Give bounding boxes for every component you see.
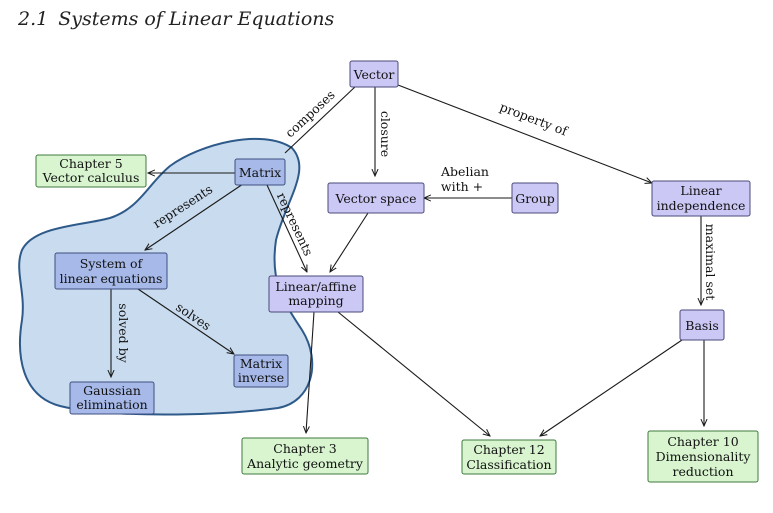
page-title: 2.1 Systems of Linear Equations (18, 8, 334, 30)
edge-vector-linindep (397, 84, 652, 183)
node-chapter3-line2: Analytic geometry (246, 456, 364, 471)
node-chapter5-line1: Chapter 5 (59, 156, 122, 171)
node-matrix-inverse-line2: inverse (238, 370, 284, 385)
edge-label-maximal-set: maximal set (703, 224, 718, 300)
edge-vector-matrix (284, 85, 357, 154)
edge-matrix-system (145, 183, 244, 250)
node-gaussian-line1: Gaussian (83, 383, 141, 398)
edge-label-composes: composes (282, 87, 338, 140)
edge-matrix-mapping (266, 184, 307, 272)
edge-label-property-of: property of (498, 99, 571, 139)
edge-mapping-chapter12 (337, 311, 490, 436)
node-chapter3-line1: Chapter 3 (273, 441, 336, 456)
node-chapter12[interactable]: Chapter 12 Classification (461, 439, 557, 475)
node-chapter3[interactable]: Chapter 3 Analytic geometry (241, 437, 369, 475)
node-linear-mapping[interactable]: Linear/affine mapping (268, 275, 364, 313)
edge-vectorspace-mapping (330, 212, 369, 272)
edge-label-abelian-line1: Abelian (440, 164, 489, 179)
edge-mapping-chapter3 (306, 311, 315, 433)
node-chapter10[interactable]: Chapter 10 Dimensionality reduction (647, 430, 759, 483)
node-linear-independence-line2: independence (657, 198, 746, 213)
section-number: 2.1 (18, 8, 49, 30)
node-matrix-inverse[interactable]: Matrix inverse (233, 354, 289, 388)
node-chapter5[interactable]: Chapter 5 Vector calculus (35, 154, 147, 188)
node-linear-mapping-line1: Linear/affine (275, 279, 356, 294)
node-chapter12-line2: Classification (466, 457, 551, 472)
section-title: Systems of Linear Equations (58, 8, 335, 30)
edges (111, 84, 704, 436)
edge-label-closure: closure (378, 111, 393, 157)
node-matrix-inverse-line1: Matrix (240, 356, 282, 371)
node-chapter5-line2: Vector calculus (42, 170, 140, 185)
node-group[interactable]: Group (511, 182, 559, 214)
node-vector-space[interactable]: Vector space (327, 182, 425, 214)
node-matrix[interactable]: Matrix (234, 158, 286, 186)
edge-basis-chapter12 (540, 339, 683, 436)
edge-system-inverse (137, 288, 234, 354)
node-basis[interactable]: Basis (679, 309, 725, 341)
node-system-linear-equations[interactable]: System of linear equations (54, 252, 168, 290)
node-linear-independence[interactable]: Linear independence (651, 180, 751, 217)
node-chapter10-line1: Chapter 10 (667, 434, 738, 449)
node-chapter12-line1: Chapter 12 (473, 442, 544, 457)
node-linear-mapping-line2: mapping (288, 293, 343, 308)
node-gaussian-line2: elimination (76, 397, 147, 412)
node-vector-space-label: Vector space (334, 191, 416, 206)
node-gaussian-elimination[interactable]: Gaussian elimination (69, 381, 155, 415)
node-chapter10-line2: Dimensionality (656, 449, 752, 464)
node-linear-independence-line1: Linear (680, 183, 721, 198)
edge-label-solved-by: solved by (116, 303, 131, 363)
node-chapter10-line3: reduction (672, 464, 733, 479)
node-group-label: Group (515, 191, 555, 206)
node-basis-label: Basis (685, 318, 718, 333)
node-system-line1: System of (80, 256, 144, 271)
node-vector-label: Vector (353, 67, 395, 82)
edge-label-abelian-line2: with + (441, 179, 483, 194)
node-vector[interactable]: Vector (349, 60, 399, 88)
node-system-line2: linear equations (60, 271, 163, 286)
node-matrix-label: Matrix (239, 165, 281, 180)
